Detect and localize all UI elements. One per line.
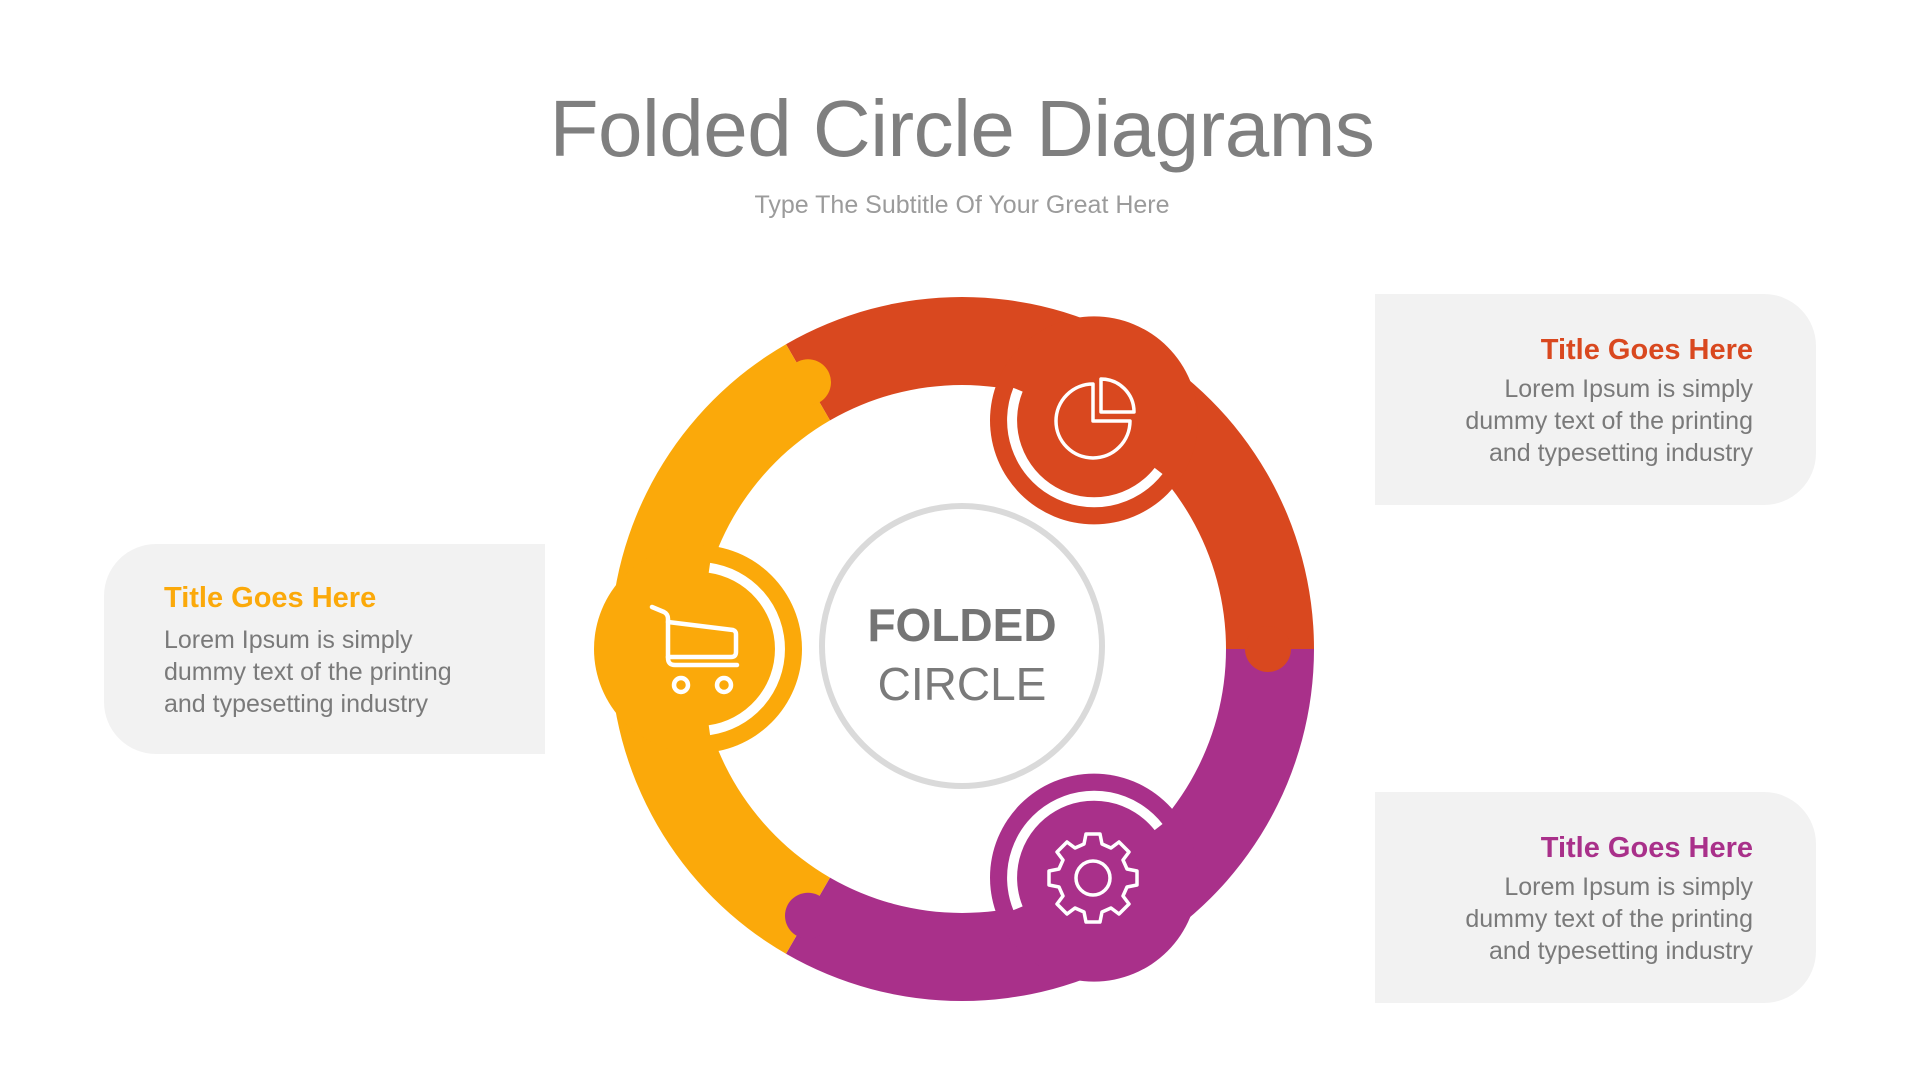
- card-body: Lorem Ipsum is simply dummy text of the …: [164, 624, 452, 720]
- arc-yellow: [708, 562, 785, 736]
- center-label: FOLDED CIRCLE: [822, 506, 1102, 786]
- card-body-line: and typesetting industry: [1488, 439, 1753, 467]
- segment-yellow: [610, 344, 830, 954]
- card-title: Title Goes Here: [1540, 832, 1753, 864]
- slide-title: Folded Circle Diagrams: [549, 84, 1375, 173]
- card-body-line: dummy text of the printing: [164, 658, 452, 686]
- bulge-yellow: [594, 545, 802, 753]
- card-orange: Title Goes Here Lorem Ipsum is simply du…: [1375, 294, 1816, 505]
- gear-icon: [1047, 832, 1139, 924]
- card-yellow: Title Goes Here Lorem Ipsum is simply du…: [104, 544, 545, 754]
- card-body-line: and typesetting industry: [1488, 937, 1753, 965]
- center-label-line2: CIRCLE: [877, 658, 1047, 710]
- arc-purple: [1007, 790, 1163, 911]
- card-purple: Title Goes Here Lorem Ipsum is simply du…: [1375, 792, 1816, 1003]
- card-title: Title Goes Here: [164, 582, 377, 614]
- shopping-cart-icon: [649, 604, 740, 695]
- card-body-line: Lorem Ipsum is simply: [164, 626, 413, 654]
- arc-orange: [1007, 387, 1163, 508]
- card-body: Lorem Ipsum is simply dummy text of the …: [1465, 373, 1753, 469]
- card-body-line: and typesetting industry: [164, 690, 429, 718]
- knob-purple: [785, 892, 831, 939]
- slide-subtitle: Type The Subtitle Of Your Great Here: [754, 191, 1170, 219]
- pie-chart-icon: [1054, 377, 1136, 460]
- center-label-line1: FOLDED: [867, 599, 1057, 651]
- card-body-line: dummy text of the printing: [1465, 407, 1753, 435]
- card-body: Lorem Ipsum is simply dummy text of the …: [1465, 871, 1753, 967]
- knob-yellow: [785, 359, 831, 406]
- bulge-purple: [990, 773, 1198, 982]
- knob-orange: [1245, 626, 1291, 672]
- card-title: Title Goes Here: [1540, 334, 1753, 366]
- center-circle: [819, 503, 1105, 789]
- card-body-line: dummy text of the printing: [1465, 905, 1753, 933]
- card-body-line: Lorem Ipsum is simply: [1504, 873, 1753, 901]
- card-body-line: Lorem Ipsum is simply: [1504, 375, 1753, 403]
